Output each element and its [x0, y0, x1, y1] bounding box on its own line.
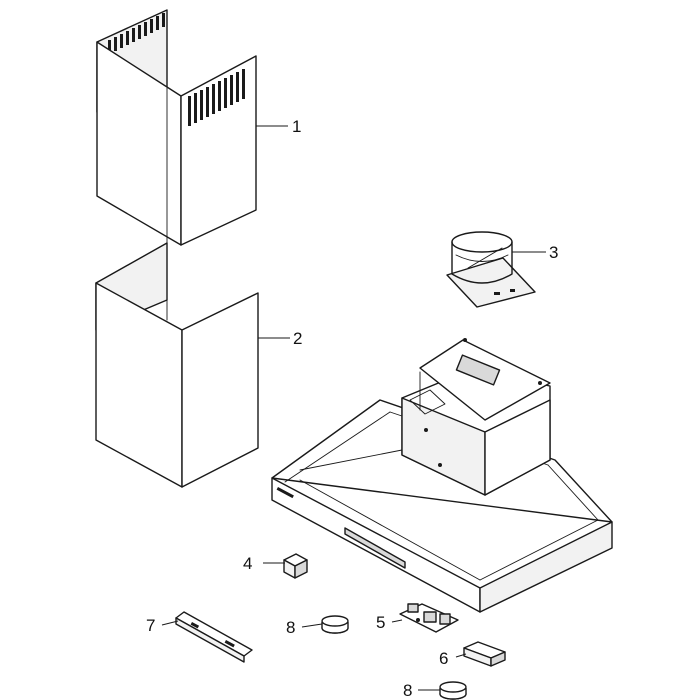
callout-2: 2 [293, 329, 302, 348]
callout-4: 4 [243, 554, 252, 573]
upper-back-vents [108, 13, 165, 54]
callout-7: 7 [146, 616, 155, 635]
callout-5: 5 [376, 613, 385, 632]
lower-chimney-cover [95, 242, 259, 488]
light-bar-strip [175, 611, 253, 663]
callout-6: 6 [439, 649, 448, 668]
leader-lines [161, 125, 546, 691]
control-circuit-board [399, 603, 459, 633]
range-hood-body [271, 338, 613, 613]
knob-upper [321, 615, 349, 634]
callout-3: 3 [549, 243, 558, 262]
upper-chimney-cover [96, 9, 257, 246]
duct-collar-adapter [446, 231, 536, 308]
callout-1: 1 [292, 117, 301, 136]
switch-block [283, 553, 308, 579]
filter-module [463, 641, 506, 667]
callout-labels: 1 2 3 4 5 6 7 8 8 [146, 117, 558, 700]
upper-front-vents [188, 69, 245, 126]
knob-lower [439, 681, 467, 700]
callout-8-lower: 8 [403, 681, 412, 700]
callout-8-upper: 8 [286, 618, 295, 637]
